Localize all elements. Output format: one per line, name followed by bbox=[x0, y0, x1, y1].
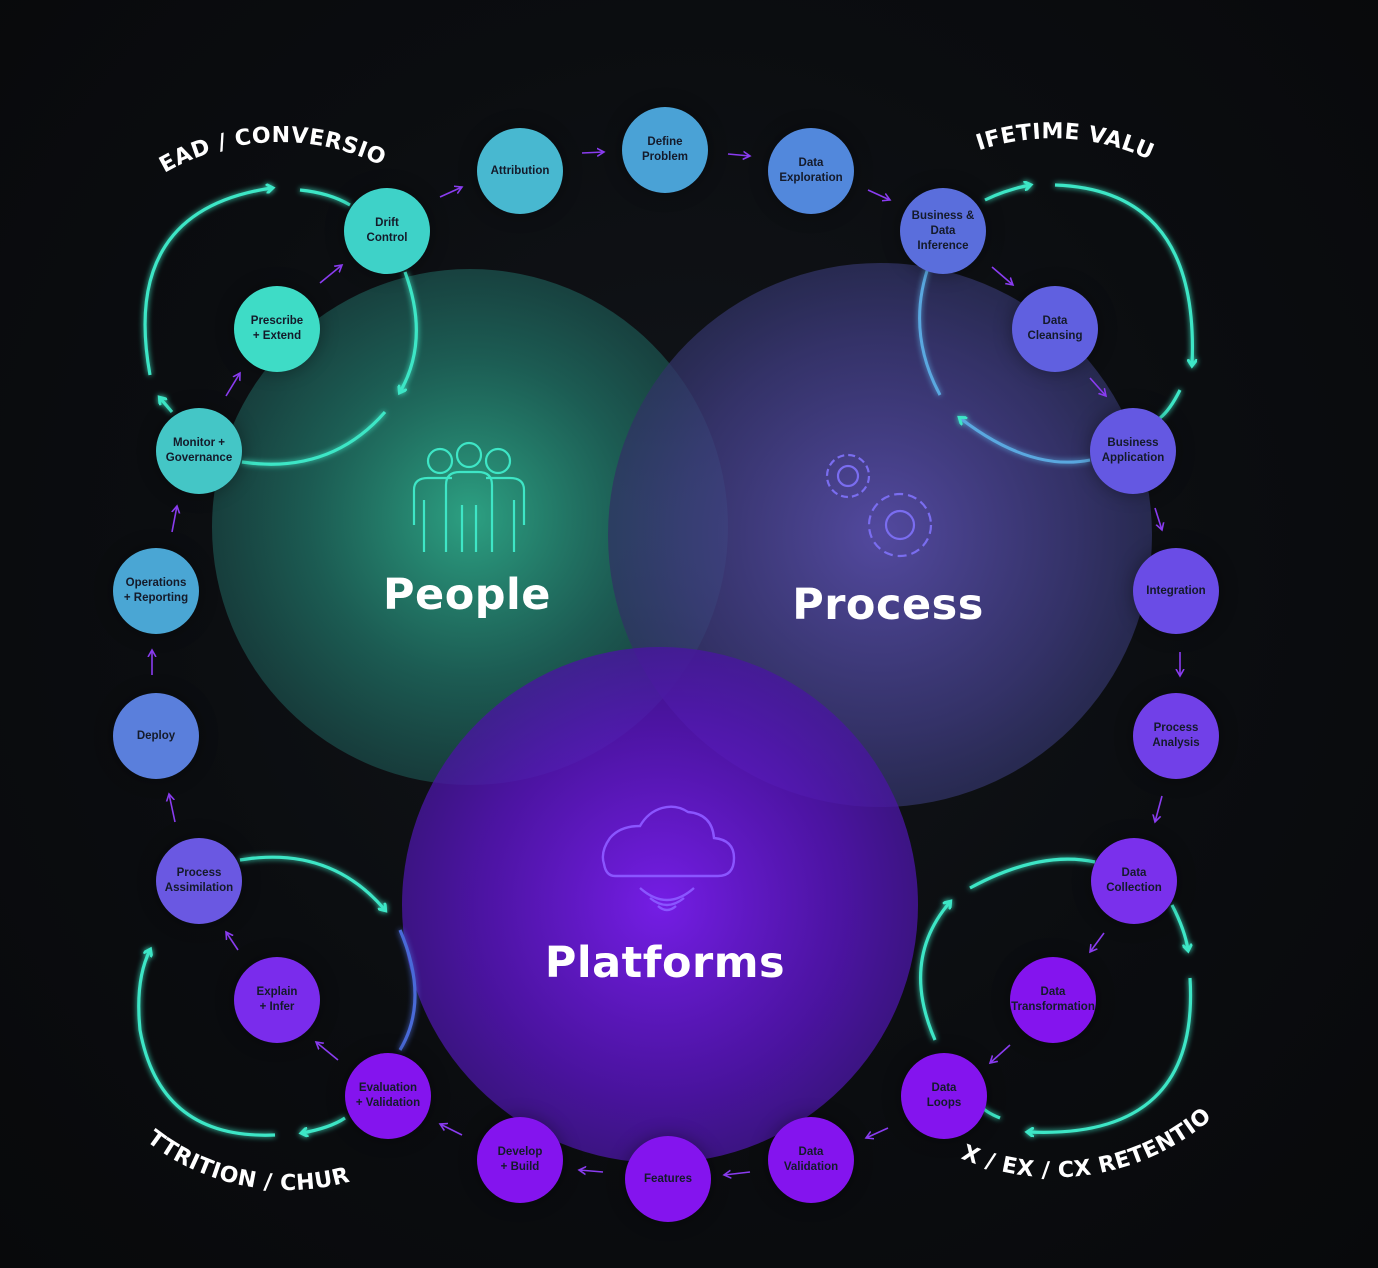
node-monitor-governance: Monitor + Governance bbox=[156, 408, 242, 494]
node-define-problem: Define Problem bbox=[622, 107, 708, 193]
node-business-application: Business Application bbox=[1090, 408, 1176, 494]
node-data-loops: Data Loops bbox=[901, 1053, 987, 1139]
node-deploy: Deploy bbox=[113, 693, 199, 779]
node-evaluation-validation: Evaluation + Validation bbox=[345, 1053, 431, 1139]
cloud-wireless-icon bbox=[601, 805, 736, 912]
lifetime-value-loop bbox=[984, 185, 1192, 420]
node-prescribe-extend: Prescribe + Extend bbox=[234, 286, 320, 372]
flow-arrows bbox=[152, 152, 1180, 1175]
node-business-data-inference: Business & Data Inference bbox=[900, 188, 986, 274]
people-label: People bbox=[383, 570, 551, 620]
node-data-collection: Data Collection bbox=[1091, 838, 1177, 924]
node-operations-reporting: Operations + Reporting bbox=[113, 548, 199, 634]
node-drift-control: Drift Control bbox=[344, 188, 430, 274]
gears-icon bbox=[825, 453, 933, 558]
platforms-label: Platforms bbox=[544, 938, 786, 988]
node-develop-build: Develop + Build bbox=[477, 1117, 563, 1203]
lifetime-value-inner bbox=[918, 261, 1091, 464]
node-attribution: Attribution bbox=[477, 128, 563, 214]
node-data-validation: Data Validation bbox=[768, 1117, 854, 1203]
node-explain-infer: Explain + Infer bbox=[234, 957, 320, 1043]
node-data-transformation: Data Transformation bbox=[1010, 957, 1096, 1043]
lead-conversion-loop bbox=[143, 188, 418, 466]
retention-loop bbox=[919, 857, 1191, 1132]
lifetime-value-label: LIFETIME VALUE bbox=[0, 0, 1158, 165]
node-data-cleansing: Data Cleansing bbox=[1012, 286, 1098, 372]
node-process-analysis: Process Analysis bbox=[1133, 693, 1219, 779]
node-integration: Integration bbox=[1133, 548, 1219, 634]
node-data-exploration: Data Exploration bbox=[768, 128, 854, 214]
people-group-icon bbox=[412, 441, 526, 552]
lead-conversion-label: LEAD / CONVERSION bbox=[0, 0, 390, 178]
process-label: Process bbox=[792, 580, 984, 630]
node-process-assimilation: Process Assimilation bbox=[156, 838, 242, 924]
node-features: Features bbox=[625, 1136, 711, 1222]
attrition-churn-loop bbox=[137, 855, 417, 1135]
